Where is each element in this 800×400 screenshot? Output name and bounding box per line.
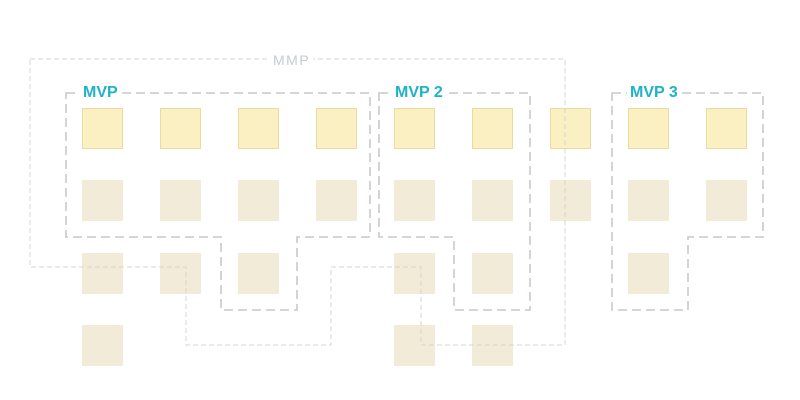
top-story-card [706,108,747,149]
mvp2-label: MVP 2 [392,84,446,102]
top-story-card [160,108,201,149]
story-card [706,180,747,221]
story-card [82,180,123,221]
top-story-card [316,108,357,149]
mvp-label: MVP [80,84,121,102]
story-card [160,253,201,294]
mvp3-label: MVP 3 [627,84,681,102]
mvp2-boundary [378,92,531,311]
story-card [472,253,513,294]
mvp-boundary [65,92,371,311]
story-card [316,180,357,221]
mmp-label: MMP [270,51,314,69]
story-card [550,180,591,221]
story-card [238,253,279,294]
top-story-card [82,108,123,149]
story-card [394,180,435,221]
story-card [628,253,669,294]
top-story-card [472,108,513,149]
story-card [394,325,435,366]
story-card [82,253,123,294]
mvp3-boundary [611,92,764,311]
top-story-card [238,108,279,149]
story-card [472,180,513,221]
story-card [394,253,435,294]
top-story-card [394,108,435,149]
story-card [628,180,669,221]
top-story-card [550,108,591,149]
story-card [160,180,201,221]
story-card [238,180,279,221]
top-story-card [628,108,669,149]
story-card [82,325,123,366]
mmp-boundary [29,58,566,346]
